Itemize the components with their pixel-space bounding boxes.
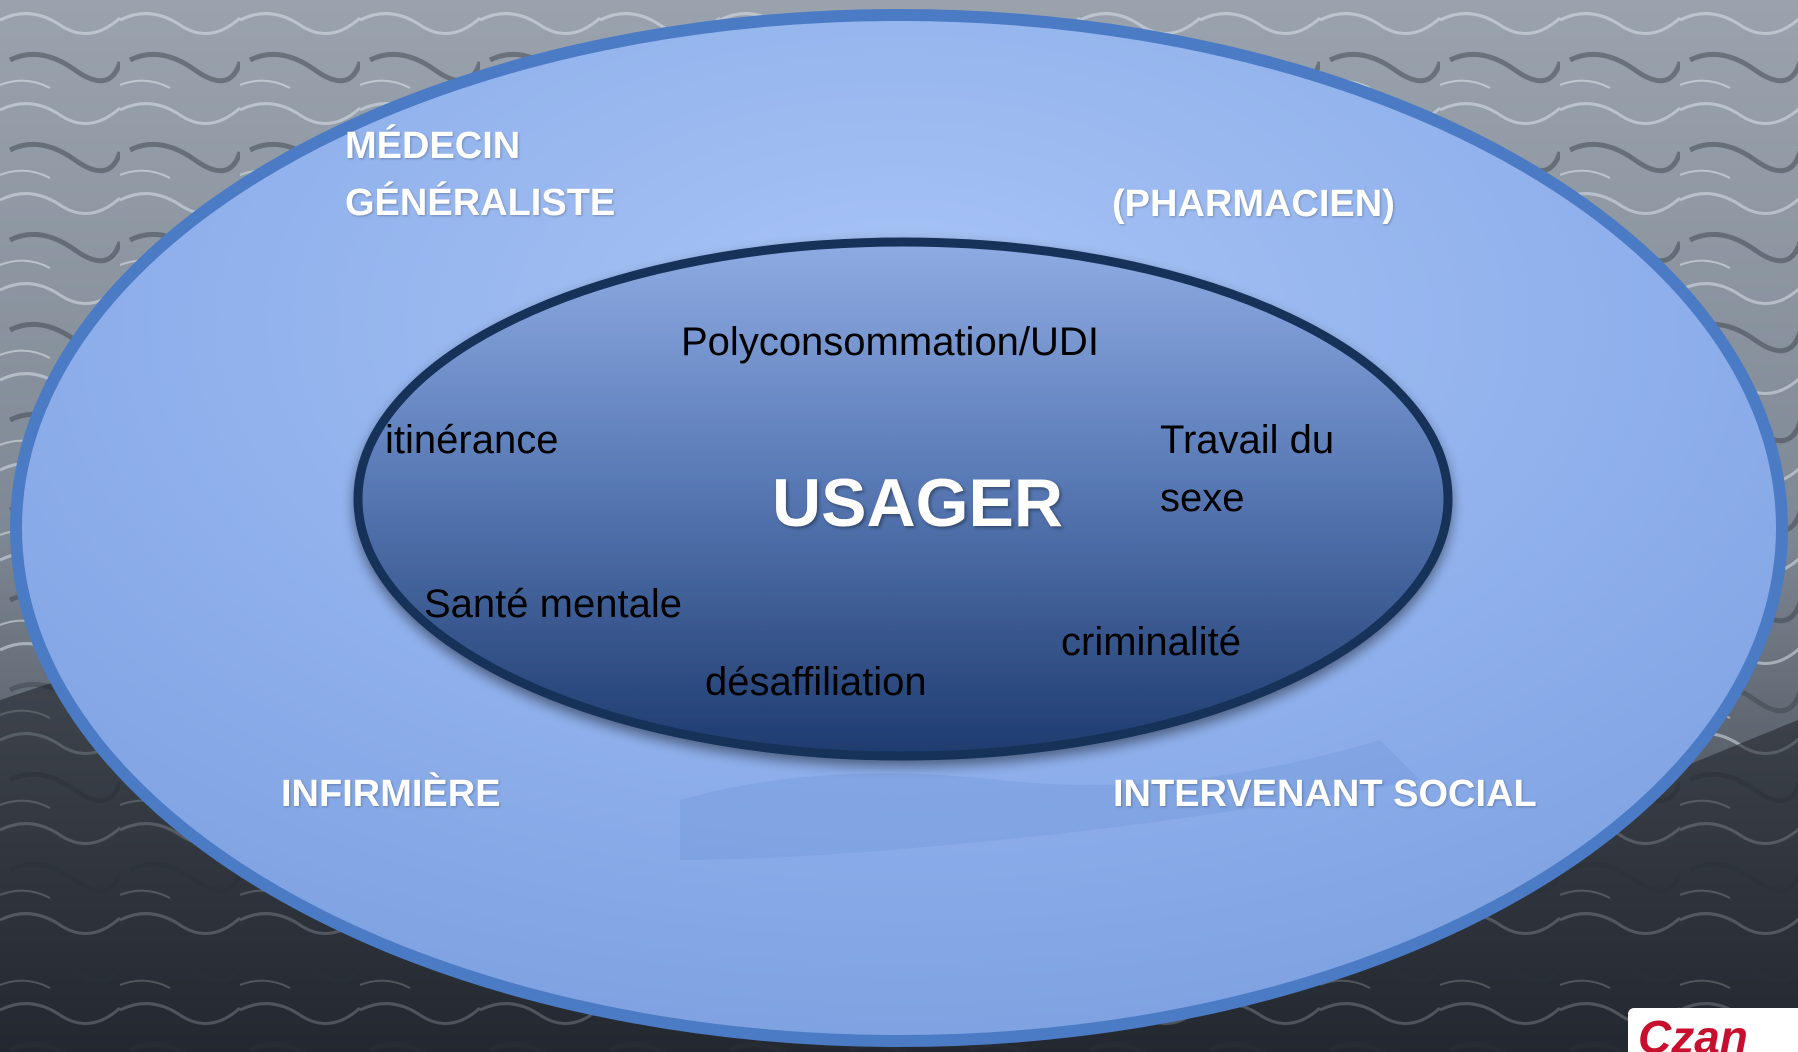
issue-travail-du-sexe-line1: Travail du — [1160, 418, 1335, 462]
inner-ellipse — [353, 237, 1453, 761]
issue-criminalite: criminalité — [1061, 620, 1242, 664]
issue-travail-du-sexe-line2: sexe — [1160, 476, 1245, 520]
role-infirmiere: INFIRMIÈRE — [281, 773, 501, 815]
role-pharmacien: (PHARMACIEN) — [1112, 183, 1395, 225]
role-intervenant-social: INTERVENANT SOCIAL — [1113, 773, 1537, 815]
outer-ellipse-texture — [680, 740, 1420, 860]
role-medecin-line1: MÉDECIN — [345, 125, 521, 167]
issue-itinerance: itinérance — [385, 418, 559, 462]
role-medecin-line2: GÉNÉRALISTE — [345, 182, 616, 224]
logo-text: Czan — [1638, 1011, 1748, 1052]
logo: Czan — [1628, 1008, 1798, 1052]
center-usager: USAGER — [772, 465, 1063, 541]
issue-desaffiliation: désaffiliation — [705, 660, 927, 704]
issue-polyconsommation: Polyconsommation/UDI — [681, 320, 1099, 364]
issue-sante-mentale: Santé mentale — [424, 582, 682, 626]
